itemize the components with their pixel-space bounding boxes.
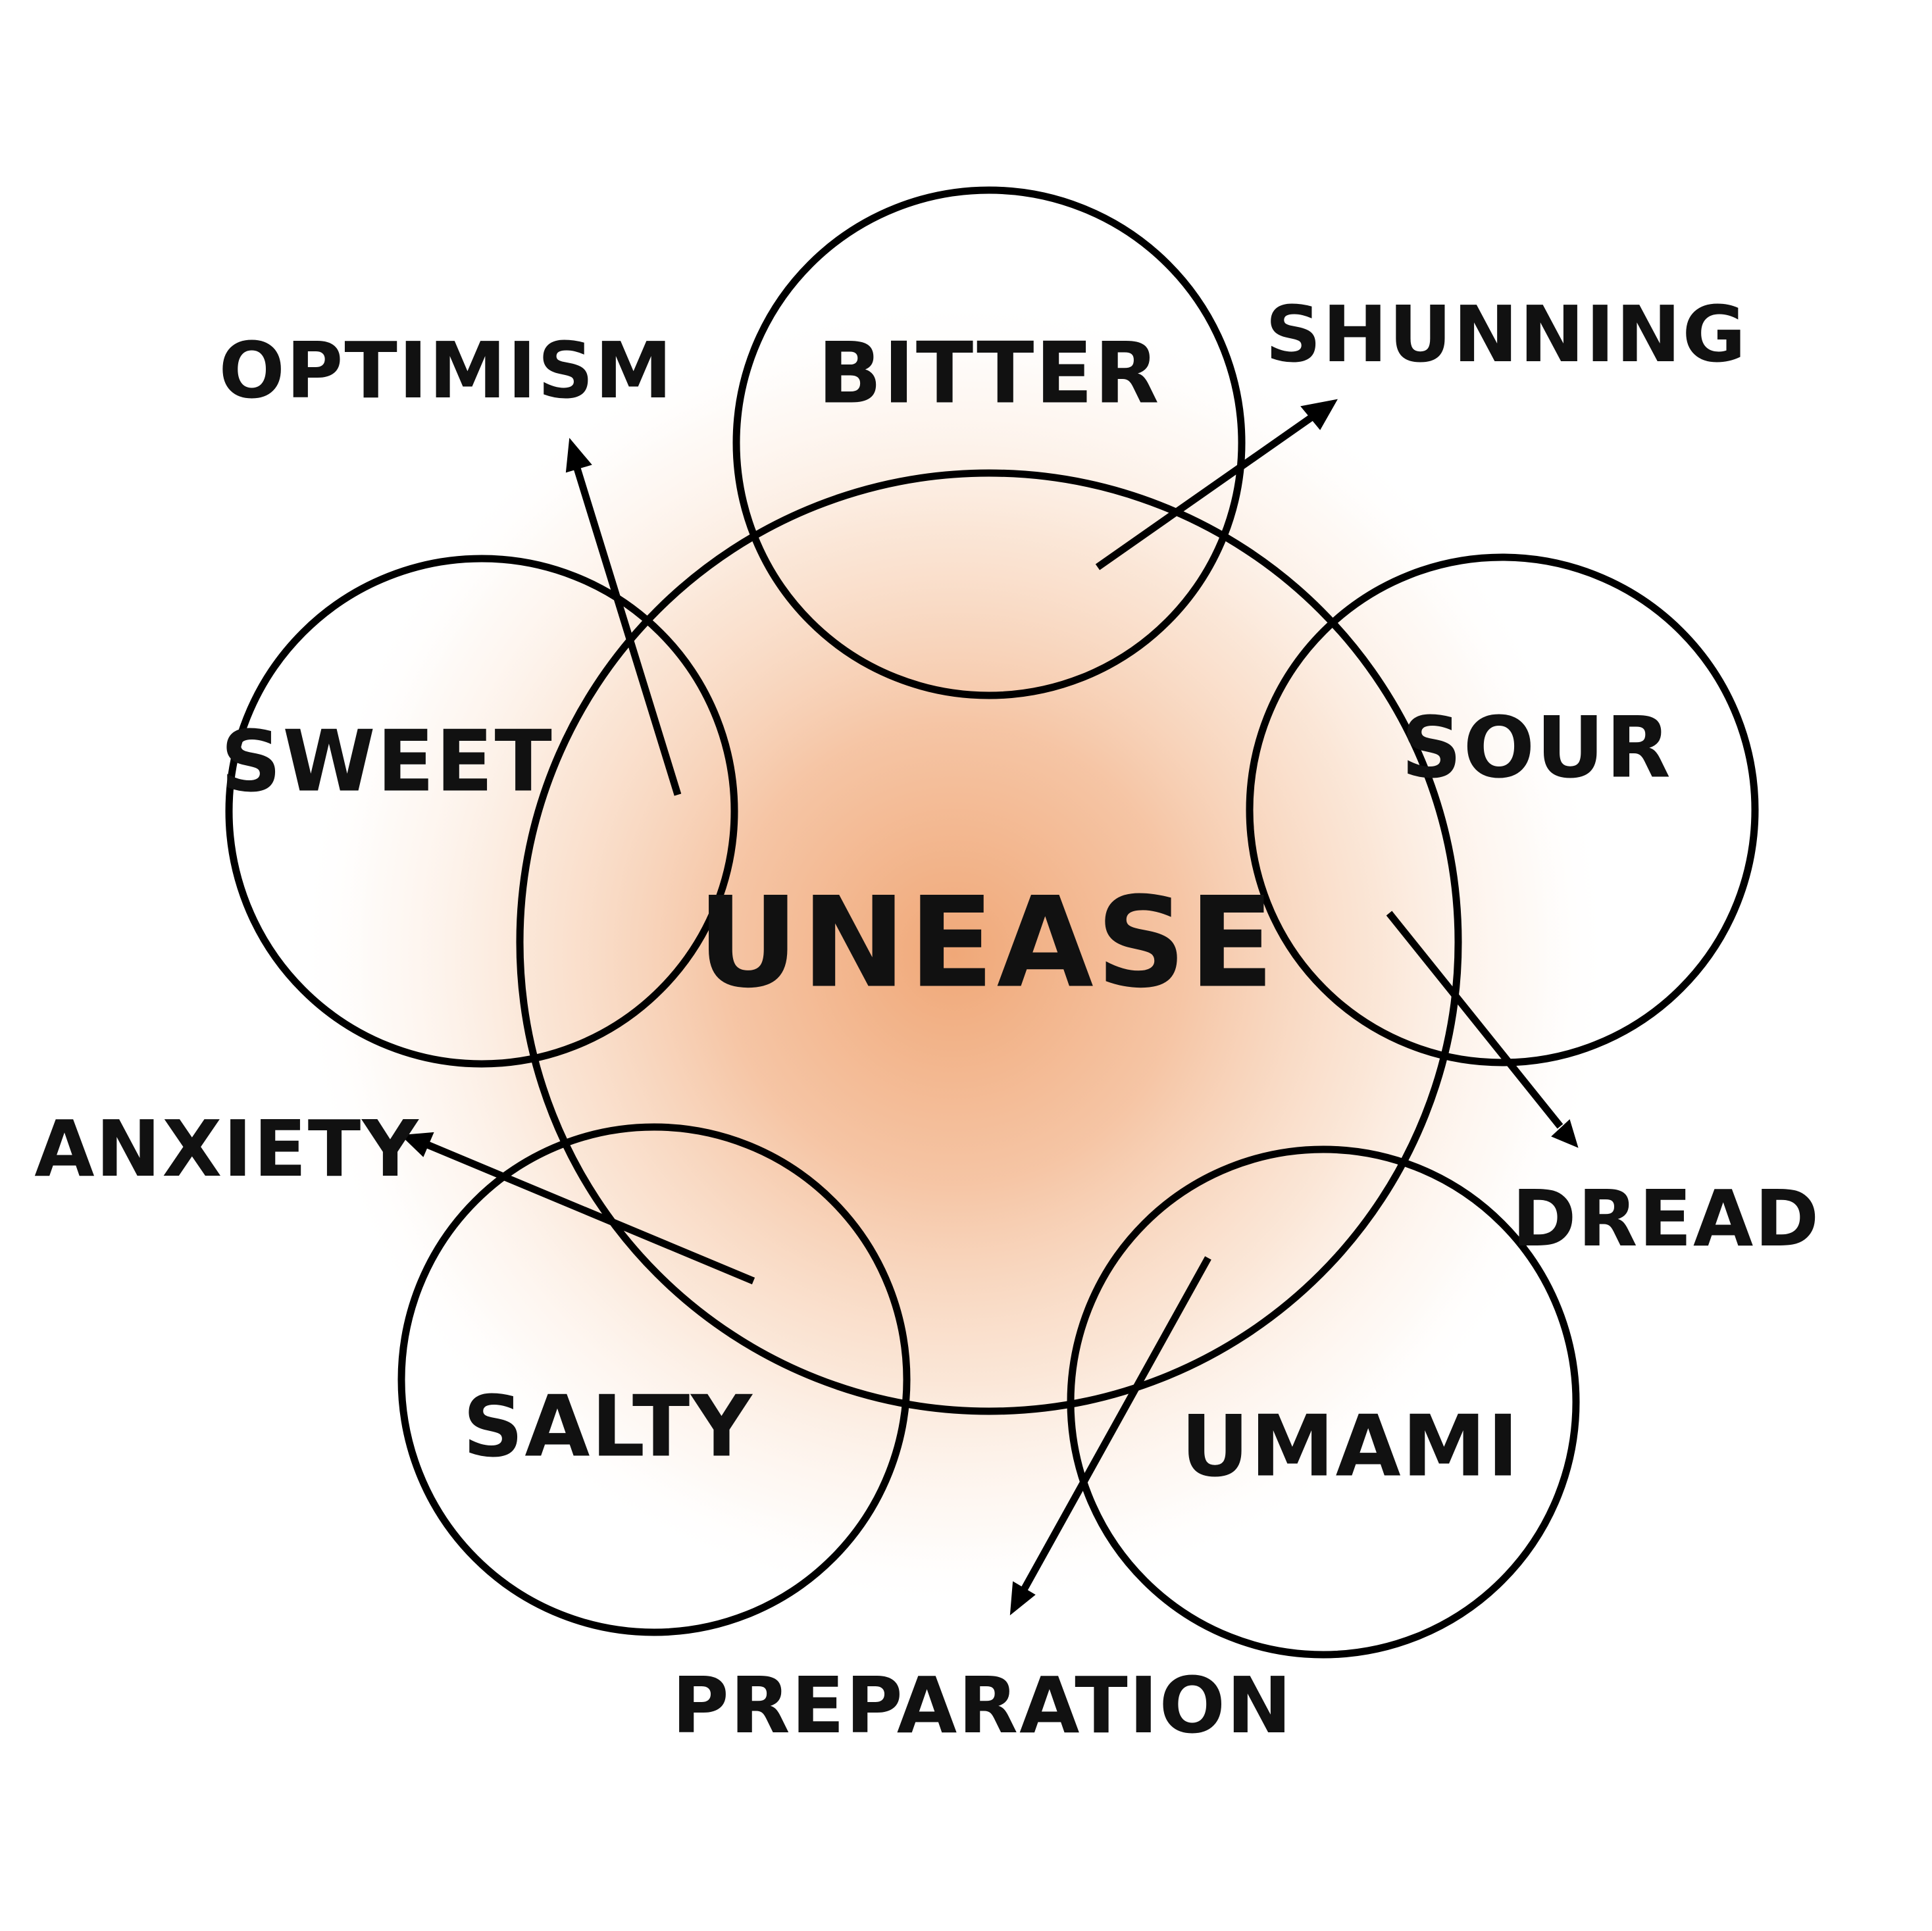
sour-ring: [1246, 553, 1759, 1066]
emotion-label-anxiety: ANXIETY: [34, 1103, 420, 1194]
salty-ring: [397, 1123, 911, 1636]
arrow-anxiety: [400, 1132, 755, 1285]
emotion-label-shunning: SHUNNING: [1265, 289, 1748, 380]
taste-label-umami: UMAMI: [1181, 1398, 1519, 1496]
taste-label-salty: SALTY: [463, 1378, 753, 1476]
center-label: UNEASE: [698, 870, 1277, 1016]
taste-label-bitter: BITTER: [818, 325, 1161, 423]
arrow-optimism: [565, 438, 682, 796]
arrow-shunning: [1095, 399, 1338, 570]
emotion-label-optimism: OPTIMISM: [219, 325, 674, 416]
taste-label-sweet: SWEET: [220, 713, 553, 811]
arrow-preparation: [1009, 1256, 1211, 1616]
arrow-dread: [1386, 911, 1579, 1148]
sweet-ring: [225, 555, 738, 1068]
unease-ring: [516, 469, 1462, 1415]
emotion-label-preparation: PREPARATION: [672, 1660, 1292, 1751]
taste-label-sour: SOUR: [1401, 699, 1672, 797]
umami-ring: [1067, 1145, 1580, 1659]
emotion-label-dread: DREAD: [1512, 1173, 1821, 1264]
bitter-ring: [732, 186, 1246, 699]
